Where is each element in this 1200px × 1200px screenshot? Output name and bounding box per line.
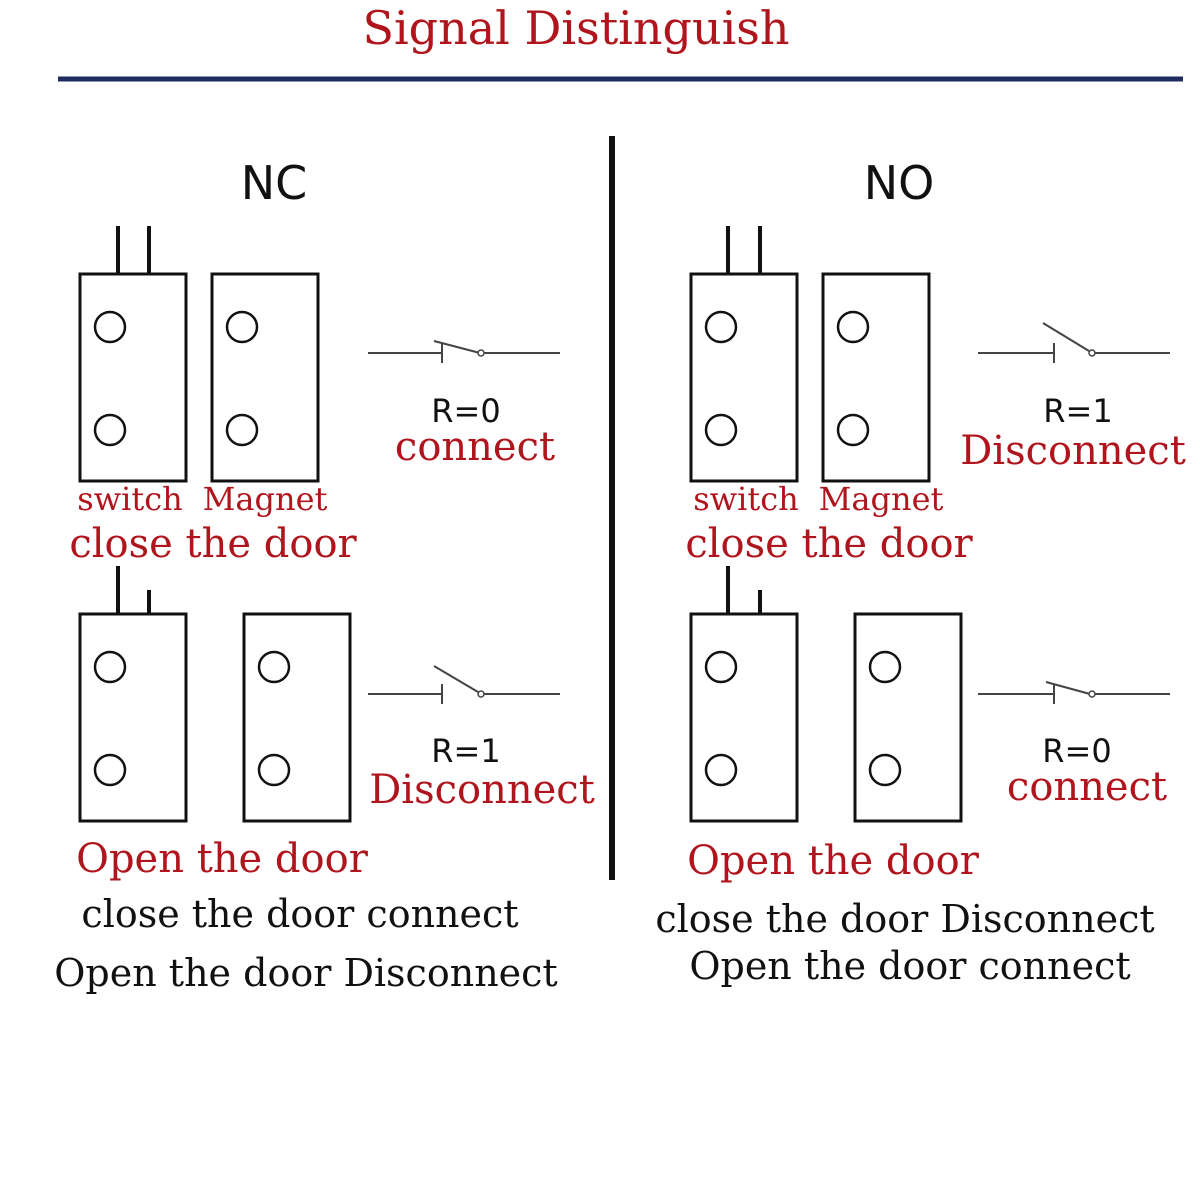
nc-closed-status: connect: [395, 424, 555, 470]
nc-open-switch-symbol: [368, 665, 560, 704]
nc-open-status: Disconnect: [369, 767, 595, 813]
no-open-resistance: R=0: [1042, 732, 1111, 770]
nc-magnet-label: Magnet: [203, 480, 328, 518]
nc-open-state: Open the door: [76, 836, 369, 882]
no-panel: NO R=1 Disconnect switch: [655, 156, 1185, 988]
nc-panel: NC R=0 connect switch M: [54, 156, 594, 995]
nc-open-resistance: R=1: [431, 732, 500, 770]
nc-closed-switch: [78, 226, 188, 483]
no-closed-magnet: [821, 272, 931, 483]
no-magnet-label: Magnet: [819, 480, 944, 518]
nc-closed-magnet: [210, 272, 320, 483]
nc-switch-label: switch: [77, 480, 182, 518]
nc-closed-switch-symbol: [368, 340, 560, 363]
no-heading: NO: [864, 156, 935, 210]
nc-heading: NC: [241, 156, 308, 210]
no-summary-open: Open the door connect: [689, 944, 1130, 988]
no-closed-resistance: R=1: [1043, 392, 1112, 430]
no-open-state: Open the door: [687, 838, 980, 884]
nc-summary-closed: close the door connect: [81, 892, 518, 936]
page-title: Signal Distinguish: [362, 1, 789, 55]
nc-closed-resistance: R=0: [431, 392, 500, 430]
no-closed-status: Disconnect: [960, 428, 1186, 474]
nc-open-sensor: [78, 566, 352, 823]
no-open-sensor: [689, 566, 963, 823]
no-open-status: connect: [1007, 764, 1167, 810]
no-summary-closed: close the door Disconnect: [655, 897, 1154, 941]
no-closed-switch: [689, 226, 799, 483]
no-closed-sensor: [689, 226, 931, 483]
no-switch-label: switch: [693, 480, 798, 518]
nc-summary-open: Open the door Disconnect: [54, 951, 557, 995]
no-open-magnet: [853, 612, 963, 823]
no-closed-switch-symbol: [978, 322, 1170, 363]
no-open-switch-symbol: [978, 681, 1170, 704]
no-open-switch: [689, 566, 799, 823]
nc-closed-state: close the door: [69, 521, 357, 567]
nc-open-magnet: [242, 612, 352, 823]
nc-open-switch: [78, 566, 188, 823]
no-closed-state: close the door: [685, 521, 973, 567]
nc-closed-sensor: [78, 226, 320, 483]
